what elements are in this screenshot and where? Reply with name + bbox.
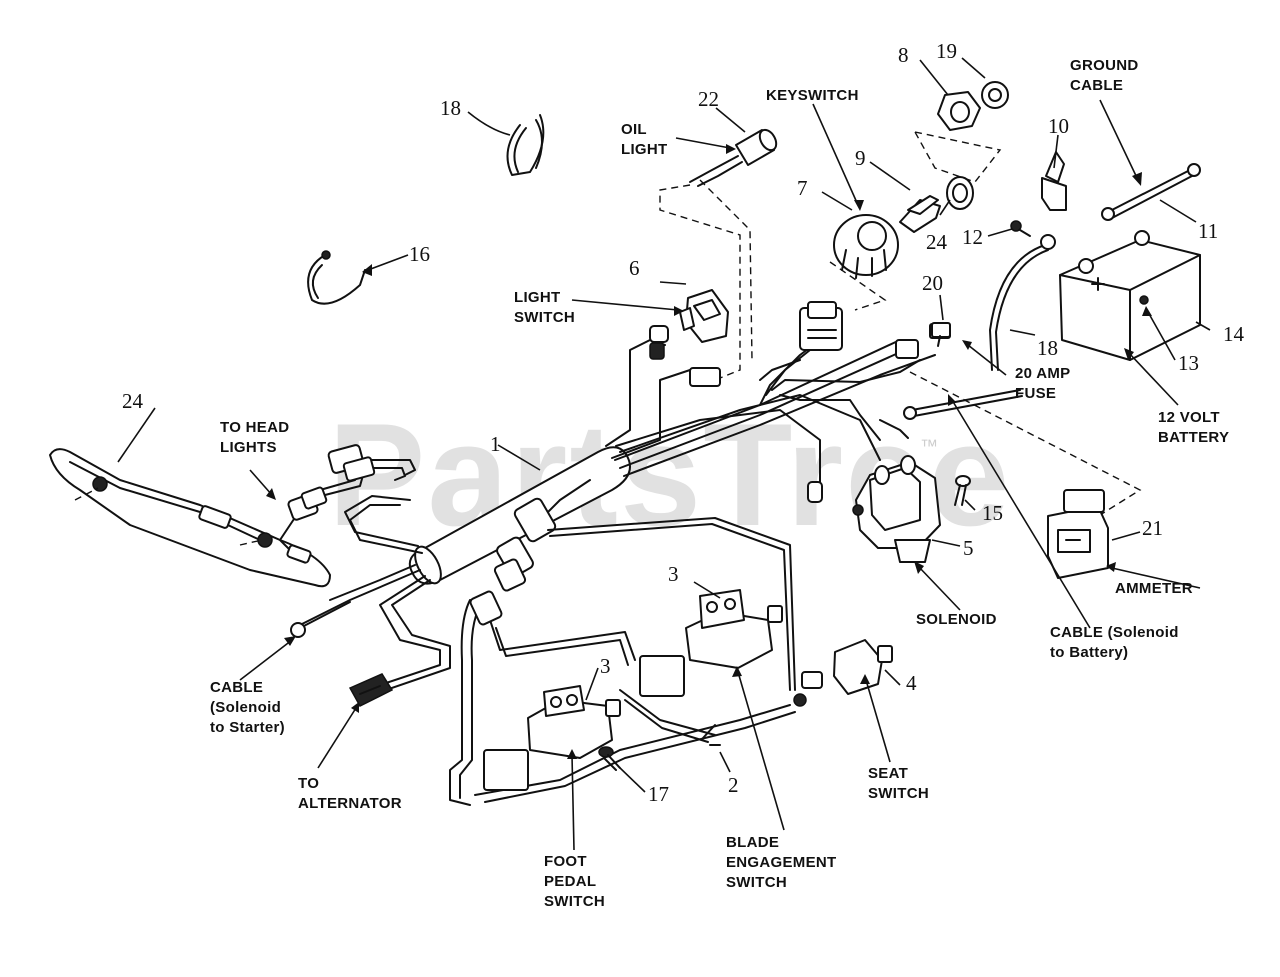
washer-20 [981, 81, 1009, 109]
oil-light-part [689, 128, 778, 187]
callout-14: 14 [1223, 322, 1244, 346]
callout-16: 17 [648, 782, 669, 806]
harness-connectors [287, 301, 951, 578]
callout-18: 18 [440, 96, 461, 120]
callout-24-headlight: 24 [122, 389, 143, 413]
callout-15: 15 [982, 501, 1003, 525]
callout-12: 12 [962, 225, 983, 249]
callout-5: 5 [963, 536, 974, 560]
seat-switch-part [793, 639, 893, 707]
callout-10: 10 [1048, 114, 1069, 138]
callout-11: 11 [1198, 219, 1219, 243]
nut-9 [937, 91, 981, 131]
label-to-alternator: TO ALTERNATOR [298, 775, 402, 812]
alternator-plug-part [348, 673, 394, 707]
battery-part [1059, 230, 1201, 361]
label-solenoid: SOLENOID [916, 611, 997, 628]
cable-solenoid-battery-part [879, 389, 1023, 439]
callout-19: 18 [1037, 336, 1058, 360]
label-cable-solenoid-starter: CABLE (Solenoid to Starter) [210, 679, 285, 736]
callout-8: 9 [855, 146, 866, 170]
callout-22: 21 [1142, 516, 1163, 540]
label-light-switch: LIGHT SWITCH [514, 289, 575, 326]
headlight-harness [49, 448, 331, 588]
callout-13: 13 [1178, 351, 1199, 375]
wire-clamp-18 [506, 114, 545, 176]
bolt-15 [954, 475, 971, 506]
callout-7: 7 [797, 176, 808, 200]
keyswitch-part [833, 195, 941, 279]
label-blade-engagement-switch: BLADE ENGAGEMENT SWITCH [726, 834, 837, 891]
callout-1: 1 [490, 432, 501, 456]
foot-pedal-switch-part [483, 685, 621, 791]
switch-loop-harness [449, 517, 796, 806]
callout-3-foot: 3 [600, 654, 611, 678]
label-12-volt-battery: 12 VOLT BATTERY [1158, 409, 1230, 446]
callout-21: 20 [922, 271, 943, 295]
starter-cable-part [290, 601, 351, 638]
label-ammeter: AMMETER [1115, 580, 1193, 597]
screw-16 [598, 746, 621, 771]
label-oil-light: OIL LIGHT [621, 121, 668, 158]
screw-12 [1010, 220, 1031, 237]
label-20-amp-fuse: 20 AMP FUSE [1015, 365, 1071, 402]
wire-clamp-17 [307, 250, 366, 305]
callout-2: 2 [728, 773, 739, 797]
callout-leaders [117, 57, 1211, 851]
label-seat-switch: SEAT SWITCH [868, 765, 929, 802]
ground-cable-part [1101, 163, 1201, 221]
callout-3-blade: 3 [668, 562, 679, 586]
bezel-24 [946, 176, 974, 210]
callout-6: 6 [629, 256, 640, 280]
solenoid-part [852, 455, 941, 563]
light-switch-part [679, 289, 729, 343]
main-wiring-harness [279, 339, 936, 693]
label-keyswitch: KEYSWITCH [766, 87, 859, 104]
label-to-head-lights: TO HEAD LIGHTS [220, 419, 290, 456]
callout-17: 16 [409, 242, 430, 266]
callout-23: 22 [698, 87, 719, 111]
toggle-cap-10 [1041, 151, 1067, 211]
trademark-symbol: ™ [920, 436, 938, 456]
callout-9: 8 [898, 43, 909, 67]
battery-cable-19 [989, 234, 1056, 371]
callout-20: 19 [936, 39, 957, 63]
callout-24-bezel: 24 [926, 230, 947, 254]
callout-4: 4 [906, 671, 917, 695]
label-cable-solenoid-battery: CABLE (Solenoid to Battery) [1050, 624, 1179, 661]
label-foot-pedal-switch: FOOT PEDAL SWITCH [544, 853, 605, 910]
dashed-guide-lines [659, 130, 1142, 516]
blade-switch-part [639, 589, 783, 697]
fuse-part [931, 322, 951, 347]
label-ground-cable: GROUND CABLE [1070, 57, 1139, 94]
ammeter-part [1047, 489, 1109, 579]
